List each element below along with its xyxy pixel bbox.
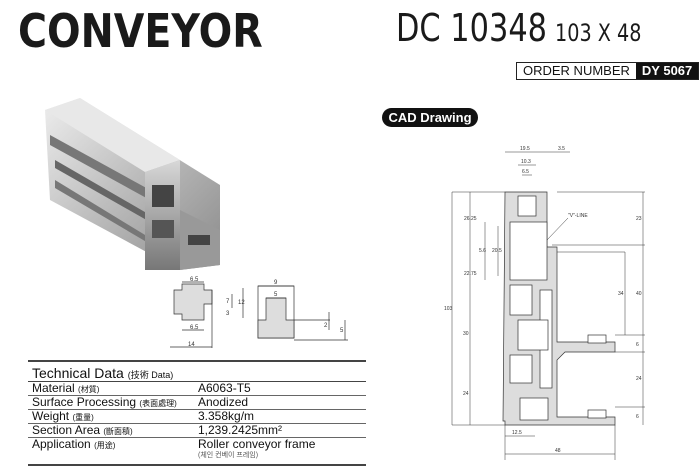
cad-dim-34: 34 <box>618 291 624 297</box>
cad-dim-22-75: 22.75 <box>464 271 477 277</box>
row-label-sub: (材質) <box>78 385 100 394</box>
slot-dim-h: 5 <box>274 292 278 298</box>
slot-dim-e: 7 <box>226 299 230 305</box>
cad-dim-23: 23 <box>636 216 642 222</box>
slot-dim-a: 6.5 <box>190 277 199 283</box>
slot-dim-f: 3 <box>226 311 230 317</box>
model-code: DC 10348 <box>396 6 548 50</box>
row-label: Surface Processing <box>32 395 137 409</box>
cad-dim-6-bottom: 6 <box>636 414 639 420</box>
cad-dim-24-left: 24 <box>463 391 469 397</box>
cad-dim-24-right: 24 <box>636 376 642 382</box>
row-value: Anodized <box>198 395 249 409</box>
row-value-sub: (체인 컨베이 프레임) <box>198 452 259 459</box>
table-row: Weight (重量) 3.358kg/m <box>28 410 366 424</box>
row-value: 3.358kg/m <box>198 409 255 423</box>
technical-data-heading: Technical Data (技術 Data) <box>28 362 366 382</box>
cad-dim-40: 40 <box>636 291 642 297</box>
cad-drawing-badge: CAD Drawing <box>382 108 478 127</box>
cad-dim-26-25: 26.25 <box>464 216 477 222</box>
technical-data-title-sub: (技術 Data) <box>127 370 174 380</box>
cad-dim-20-5: 20.5 <box>492 248 502 254</box>
cad-dim-6-5: 6.5 <box>522 169 529 175</box>
table-row: Material (材質) A6063-T5 <box>28 382 366 396</box>
cad-dim-3-5: 3.5 <box>558 146 565 152</box>
cad-dim-5-6: 5.6 <box>479 248 486 254</box>
slot-dim-d: 12 <box>238 300 245 306</box>
row-value: 1,239.2425mm² <box>198 423 283 437</box>
row-label-sub: (用途) <box>94 441 116 450</box>
order-number-value: DY 5067 <box>635 63 699 79</box>
model-dimensions: 103 X 48 <box>555 19 642 47</box>
product-title: CONVEYOR <box>18 4 263 58</box>
order-number-label: ORDER NUMBER <box>517 63 636 79</box>
cad-dim-103: 103 <box>444 306 453 312</box>
slot-dim-b: 6.5 <box>190 325 199 331</box>
cad-profile-drawing: 19.5 3.5 10.3 6.5 26.25 22.75 5.6 20.5 1… <box>444 146 645 460</box>
cad-dim-10-3: 10.3 <box>521 159 531 165</box>
slot-dim-c: 14 <box>188 342 195 348</box>
table-row: Section Area (斷面積) 1,239.2425mm² <box>28 424 366 438</box>
row-label-sub: (斷面積) <box>103 427 133 436</box>
row-label: Section Area <box>32 423 101 437</box>
row-label: Material <box>32 381 75 395</box>
cad-v-line-label: "V"-LINE <box>568 213 588 219</box>
slot-detail-drawing: 6.5 6.5 14 12 7 3 9 5 2 5 <box>170 277 348 348</box>
slot-dim-j: 5 <box>340 328 344 334</box>
table-row: Surface Processing (表面處理) Anodized <box>28 396 366 410</box>
slot-dim-g: 9 <box>274 280 278 286</box>
cad-dim-48: 48 <box>555 448 561 454</box>
row-label: Application <box>32 437 91 451</box>
table-row: Application (用途) Roller conveyor frame(체인… <box>28 438 366 464</box>
row-value: Roller conveyor frame <box>198 437 316 451</box>
cad-dim-19-5: 19.5 <box>520 146 530 152</box>
cad-dim-12-5: 12.5 <box>512 430 522 436</box>
row-label-sub: (重量) <box>72 413 94 422</box>
technical-data-title: Technical Data <box>32 365 124 381</box>
cad-dim-30: 30 <box>463 331 469 337</box>
technical-data-table: Technical Data (技術 Data) Material (材質) A6… <box>28 360 366 466</box>
cad-dim-6-top: 6 <box>636 342 639 348</box>
product-photo <box>45 98 220 270</box>
row-label-sub: (表面處理) <box>139 399 177 408</box>
row-value: A6063-T5 <box>198 381 251 395</box>
slot-dim-i: 2 <box>324 323 328 329</box>
row-label: Weight <box>32 409 70 423</box>
